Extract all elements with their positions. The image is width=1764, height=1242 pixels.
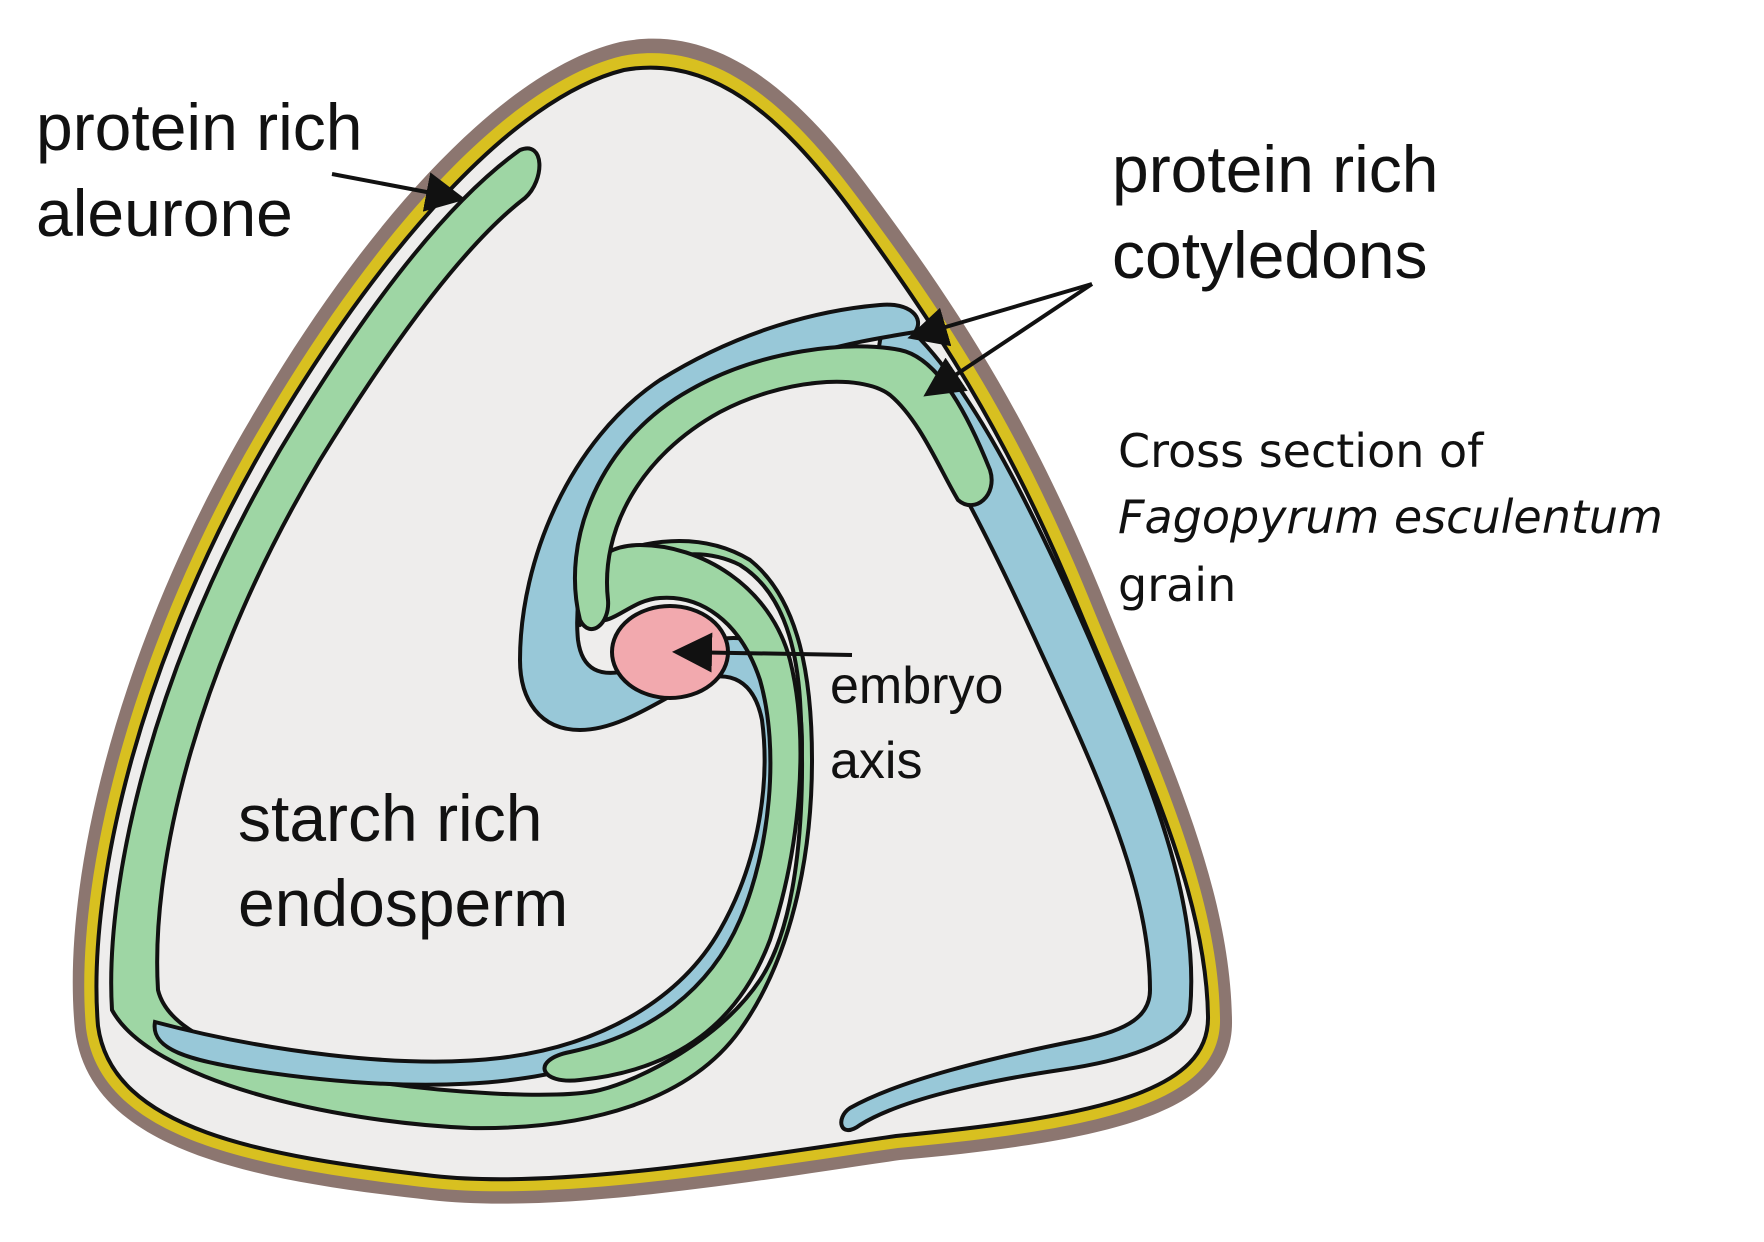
- caption-species: Fagopyrum esculentum: [1118, 490, 1663, 544]
- label-endosperm-line2: endosperm: [238, 866, 569, 940]
- label-cotyledons-line1: protein rich: [1112, 132, 1439, 206]
- arrow-cotyledon-inner: [923, 282, 1094, 397]
- cotyledon-green-upper: [572, 344, 994, 632]
- arrow-cotyledon-outer: [907, 282, 1093, 347]
- label-aleurone-line2: aleurone: [36, 176, 293, 250]
- arrow-aleurone: [331, 172, 466, 212]
- cotyledon-green: [542, 542, 803, 1083]
- caption-line1: Cross section of: [1118, 424, 1484, 478]
- cotyledon-outer-blue: [839, 317, 1194, 1133]
- label-embryo-line2: axis: [830, 732, 923, 790]
- label-cotyledons-line2: cotyledons: [1112, 218, 1428, 292]
- caption-line3: grain: [1118, 558, 1237, 612]
- label-endosperm-line1: starch rich: [238, 781, 543, 855]
- arrow-embryo: [672, 632, 853, 673]
- label-embryo-line1: embryo: [830, 657, 1004, 715]
- label-aleurone-line1: protein rich: [36, 90, 363, 164]
